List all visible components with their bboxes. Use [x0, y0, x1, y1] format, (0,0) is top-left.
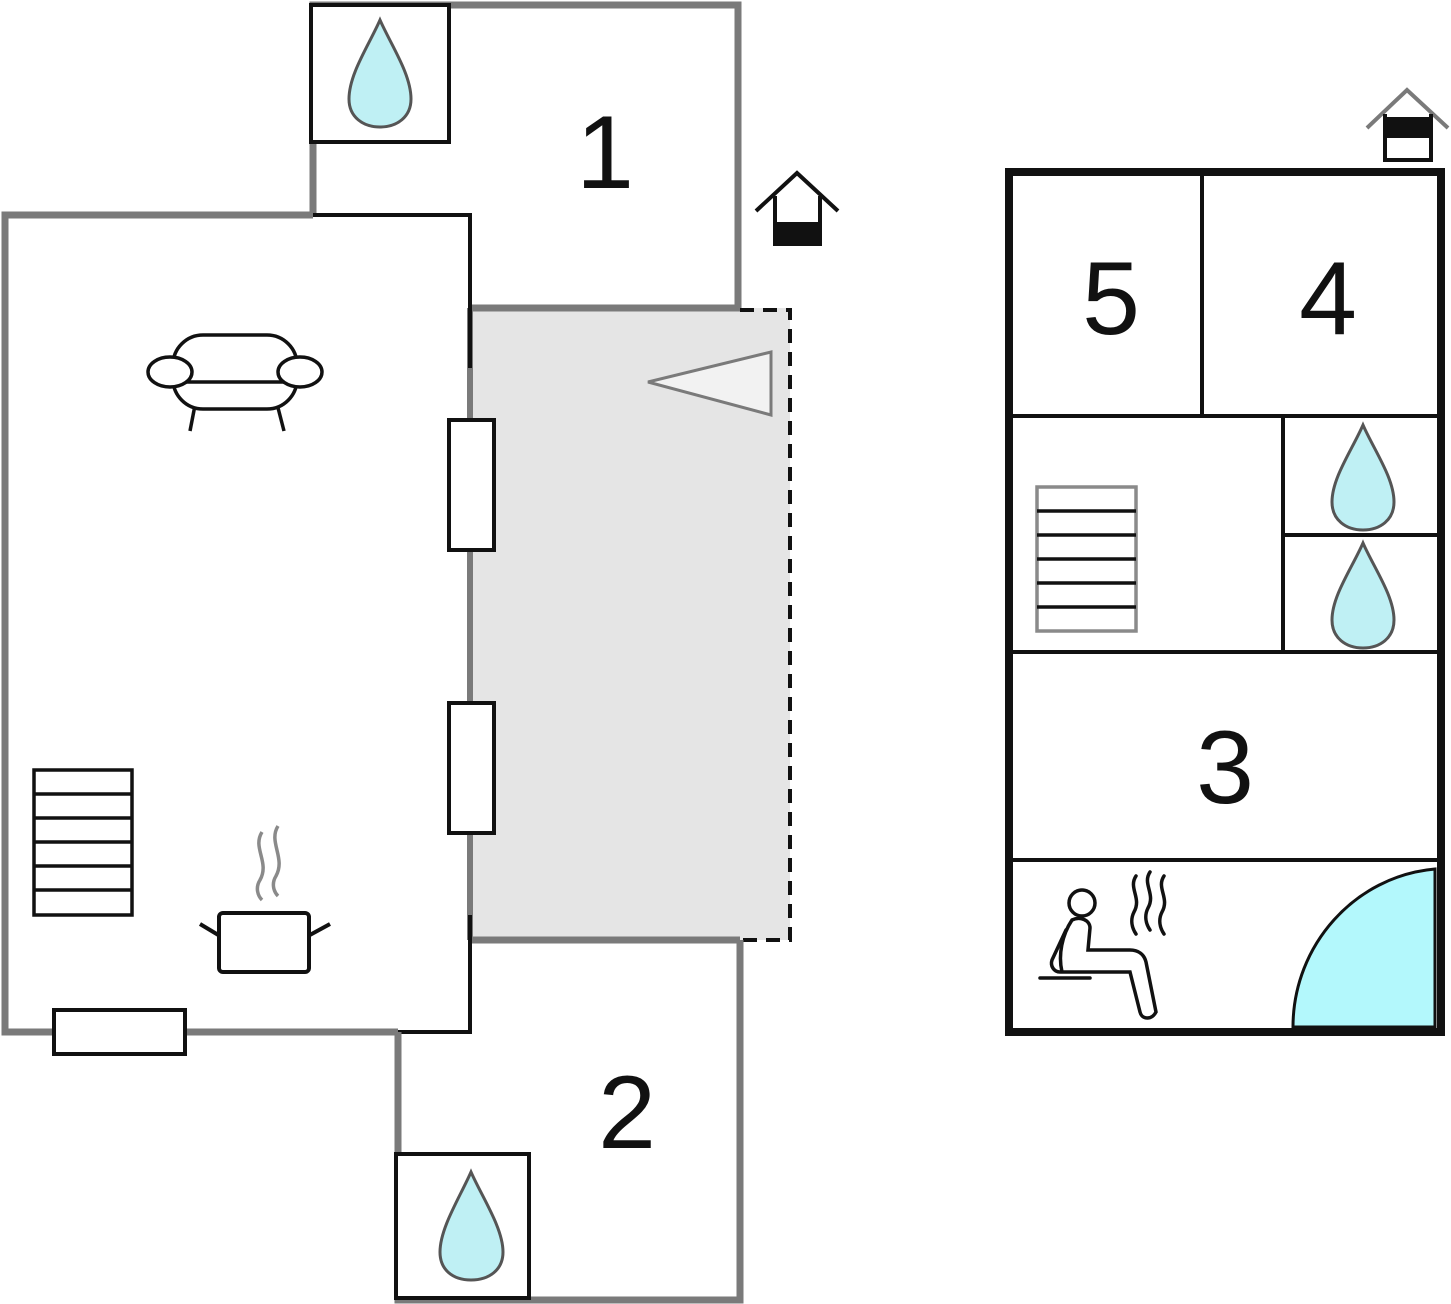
house-entrance-icon — [754, 170, 840, 246]
room-label-3: 3 — [1196, 710, 1254, 826]
room-label-4: 4 — [1299, 241, 1357, 357]
stairs-icon — [1035, 485, 1138, 633]
bedroom-2: 2 — [394, 940, 744, 1304]
sofa-icon — [146, 333, 324, 432]
cooking-pot-icon — [198, 825, 331, 974]
view-direction-icon — [647, 350, 773, 417]
shower-icon — [1291, 867, 1437, 1029]
annex-building: 5 4 3 — [1005, 87, 1450, 1036]
interior-walls — [1009, 172, 1441, 862]
water-drop-icon — [347, 16, 413, 129]
living-room — [1, 211, 496, 1056]
room-label-5: 5 — [1082, 241, 1140, 357]
ground-floor: 1 — [1, 1, 840, 1304]
window — [52, 1008, 187, 1056]
water-drop-icon — [1330, 421, 1396, 532]
water-drop-icon — [1330, 539, 1396, 650]
radiator-icon — [32, 768, 134, 917]
house-entrance-icon — [1365, 87, 1450, 162]
terrace — [472, 304, 792, 944]
sauna-icon — [1038, 870, 1167, 1020]
room-label-2: 2 — [598, 1055, 656, 1171]
room-label-1: 1 — [576, 95, 634, 211]
water-drop-icon — [438, 1168, 505, 1282]
bedroom-1: 1 — [309, 1, 742, 308]
window — [447, 418, 496, 552]
window — [447, 701, 496, 835]
